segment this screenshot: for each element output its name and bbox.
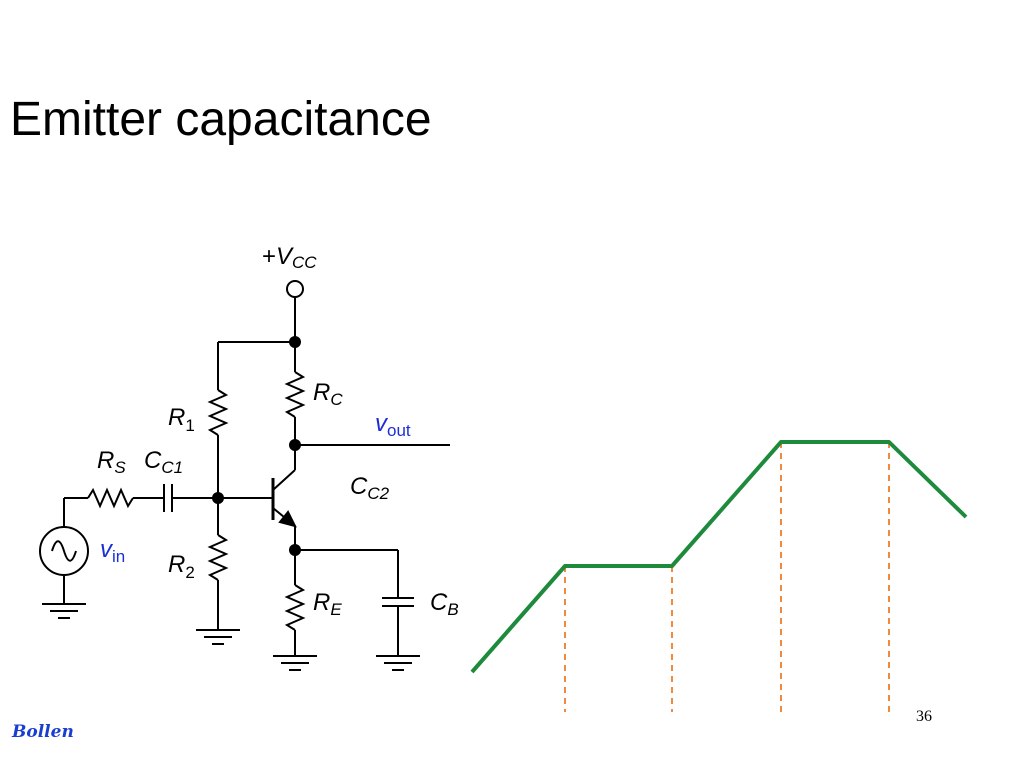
label-vout: vout: [375, 410, 411, 440]
r2-resistor: [207, 534, 229, 581]
circuit-nodes: [212, 336, 301, 556]
rc-resistor: [284, 371, 306, 418]
emitter-arrow: [278, 510, 297, 528]
label-cb: CB: [430, 589, 459, 619]
rs-resistor: [87, 487, 134, 509]
author-signature: Bollen: [12, 722, 74, 742]
break-frequency-markers: [564, 442, 890, 712]
slide-title: Emitter capacitance: [10, 93, 432, 146]
vcc-terminal: [286, 280, 304, 298]
label-cc1: CC1: [144, 447, 183, 477]
circuit-labels: +VCC RC vout R1 RS CC1 CC2 vin R2 RE CB: [97, 243, 459, 619]
label-r1: R1: [168, 404, 195, 435]
frequency-response-plot: [470, 440, 968, 712]
label-r2: R2: [168, 551, 195, 582]
label-re: RE: [313, 589, 342, 619]
label-vin: vin: [100, 536, 125, 566]
circuit-schematic: [39, 280, 450, 671]
response-curve: [470, 440, 968, 674]
r1-resistor: [207, 389, 229, 436]
page-number: 36: [916, 708, 932, 725]
label-rc: RC: [313, 379, 343, 409]
label-vcc: +VCC: [262, 243, 317, 272]
re-resistor: [284, 584, 306, 631]
label-rs: RS: [97, 447, 126, 477]
label-cc2: CC2: [350, 473, 390, 503]
